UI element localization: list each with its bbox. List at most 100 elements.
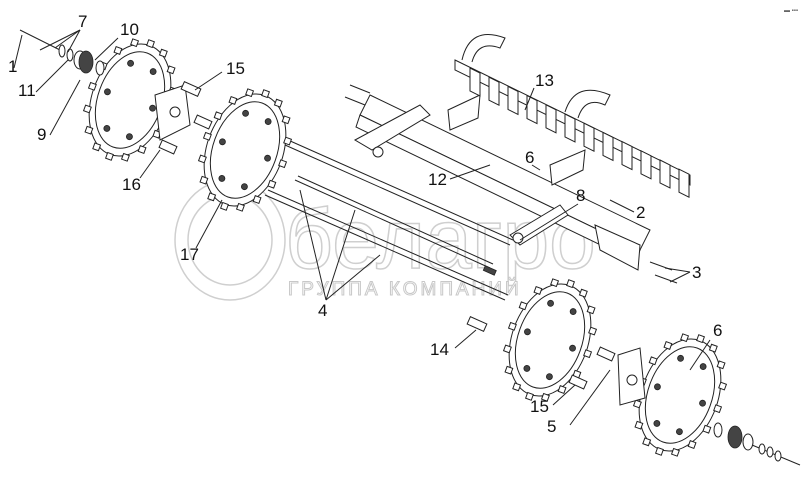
leader-line xyxy=(569,369,611,426)
bolt-icon xyxy=(547,299,554,307)
wheel-lug xyxy=(261,89,271,99)
hub-parts-right xyxy=(568,346,801,466)
leader-line xyxy=(54,29,81,49)
bolt-icon xyxy=(218,175,226,182)
callout-label: 15 xyxy=(530,397,549,416)
wheel-lug xyxy=(642,437,652,447)
callout-label: 1 xyxy=(8,57,17,76)
wheel-lug xyxy=(252,195,262,205)
leader-line xyxy=(13,34,23,69)
leader-line xyxy=(519,203,579,241)
callout-label: 8 xyxy=(576,186,585,205)
wheel-lug xyxy=(550,278,560,288)
bolt-icon xyxy=(241,183,248,191)
callout-label: 7 xyxy=(78,12,87,31)
wheel-lug xyxy=(273,98,283,108)
leader-line xyxy=(449,164,491,180)
wheel-lug xyxy=(713,404,723,414)
callout-label: 11 xyxy=(18,81,36,100)
wheel-lug xyxy=(663,340,673,350)
bolt-icon xyxy=(677,354,684,362)
callout-label: 15 xyxy=(226,59,245,78)
tine xyxy=(640,149,652,180)
bolt-icon xyxy=(699,363,707,370)
leader-line xyxy=(689,339,711,371)
wheel-lug xyxy=(166,65,176,75)
bolt-icon xyxy=(104,88,111,96)
wheel-lug xyxy=(130,38,140,48)
wheel-lug xyxy=(566,279,576,289)
wheel-lug xyxy=(283,136,293,146)
wheel-lug xyxy=(648,356,658,366)
wheel-lug xyxy=(507,321,517,331)
bolt-icon xyxy=(546,373,553,381)
bolt-icon xyxy=(219,138,226,146)
wheel-lug xyxy=(199,175,209,185)
wheel-lug xyxy=(512,382,522,392)
wheel xyxy=(502,278,598,402)
callout-label: 5 xyxy=(547,417,556,436)
wheel-lug xyxy=(654,446,664,456)
wheel-lug xyxy=(583,349,593,359)
tine xyxy=(621,140,633,171)
wheel-lug xyxy=(104,151,114,161)
wheel-lug xyxy=(228,95,238,105)
bolt-icon xyxy=(676,428,683,436)
wheel-lug xyxy=(235,202,245,212)
bolt-icon xyxy=(127,59,134,67)
callout-label: 3 xyxy=(692,263,701,282)
bolt-icon xyxy=(699,399,706,407)
wheel-lug xyxy=(213,111,223,121)
wheel-lug xyxy=(137,145,147,155)
bolt-icon xyxy=(569,308,577,315)
wheel-lug xyxy=(197,154,207,164)
callout-label: 17 xyxy=(180,245,199,264)
callout-label: 6 xyxy=(525,148,534,167)
bolt-icon xyxy=(569,344,576,352)
bolt-icon xyxy=(523,365,531,372)
leader-line xyxy=(39,29,81,51)
leader-line xyxy=(664,267,691,273)
wheels xyxy=(82,38,728,457)
bolt-icon xyxy=(126,133,133,141)
wheel-lug xyxy=(533,285,543,295)
wheel xyxy=(632,333,728,457)
wheel-lug xyxy=(267,179,277,189)
callout-label: 9 xyxy=(37,125,46,144)
wheel-lug xyxy=(219,201,229,211)
wheel-lug xyxy=(524,391,534,401)
bolt-icon xyxy=(654,383,661,391)
leader-line xyxy=(524,87,535,111)
callout-label: 12 xyxy=(428,170,447,189)
leader-line xyxy=(454,329,477,349)
rods xyxy=(264,139,514,332)
wheel-lug xyxy=(87,81,97,91)
hub-parts-left xyxy=(19,29,213,155)
leader-line xyxy=(139,149,161,179)
callout-label: 6 xyxy=(713,321,722,340)
tine xyxy=(507,85,519,116)
leader-line xyxy=(194,71,223,91)
tine xyxy=(545,103,557,134)
tine xyxy=(583,122,595,153)
wheel-lug xyxy=(670,447,680,457)
bolt-icon xyxy=(149,104,156,112)
frame-beam xyxy=(353,94,651,271)
bolt-icon xyxy=(264,118,272,125)
leader-line xyxy=(195,199,223,249)
wheel-lug xyxy=(120,152,130,162)
leader-line xyxy=(609,199,635,213)
tine xyxy=(488,76,500,107)
leader-line xyxy=(531,164,541,171)
wheel-lug xyxy=(687,440,697,450)
leader-line xyxy=(669,271,691,283)
wheel-lug xyxy=(680,333,690,343)
bolt-icon xyxy=(103,125,111,132)
tine xyxy=(602,131,614,162)
wheel-lug xyxy=(518,301,528,311)
bolt-icon xyxy=(524,328,531,336)
bolt-icon xyxy=(264,154,271,162)
